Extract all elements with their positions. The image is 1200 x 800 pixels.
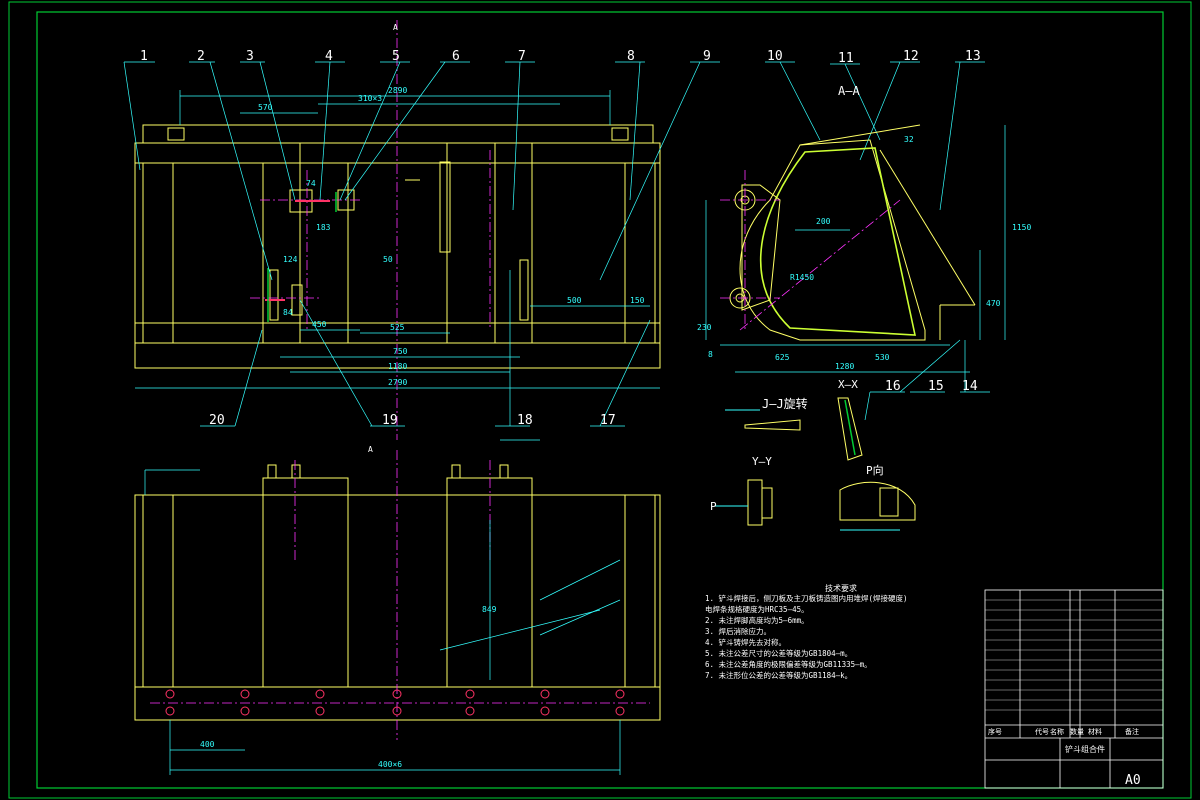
section-label-a-bottom: A [368,445,373,454]
dim-750: 750 [393,347,408,356]
tech-title: 技术要求 [825,583,857,593]
balloon-20: 20 [209,413,225,428]
dim-124: 124 [283,255,298,264]
title-part-name: 铲斗组合件 [1065,744,1105,754]
balloon-15: 15 [928,379,944,394]
section-jj [725,409,801,431]
tech-line-5: 4. 铲斗铸焊先去对称。 [705,637,786,647]
dim-50: 50 [383,255,393,264]
dim-32: 32 [904,135,914,144]
section-label-a-top: A [393,23,398,32]
balloon-8: 8 [627,49,635,64]
side-view-aa [729,124,976,341]
title-header-code: 代号 [1035,727,1049,736]
balloon-14: 14 [962,379,978,394]
plan-view [134,464,661,721]
dim-625: 625 [775,353,790,362]
dim-8: 8 [708,350,713,359]
side-view-center-lines [720,170,901,331]
section-label-jj: J—J旋转 [762,396,808,411]
tech-line-3: 2. 未注焊脚高度均为5—6mm。 [705,615,809,625]
dim-74: 74 [306,179,316,188]
dim-1180: 1180 [388,362,407,371]
section-label-aa: A—A [838,84,860,98]
tech-line-1: 1. 铲斗焊接后，侧刀板及主刀板铸造图内用堆焊(焊接硬度) [705,593,908,603]
tech-line-2: 电焊条规格硬度为HRC35—45。 [705,604,809,614]
dim-570: 570 [258,103,273,112]
balloon-6: 6 [452,49,460,64]
outer-frame [8,1,1192,799]
dim-2790: 2790 [388,378,407,387]
title-header-note: 备注 [1125,727,1139,736]
dim-849: 849 [482,605,497,614]
dim-525: 525 [390,323,405,332]
balloon-17: 17 [600,413,616,428]
dim-400: 400 [200,740,215,749]
front-dimension-lines [135,90,660,389]
balloon-16: 16 [885,379,901,394]
leader-lines-top [123,61,985,281]
section-label-p-view: P向 [866,463,884,477]
balloon-12: 12 [903,49,919,64]
balloon-4: 4 [325,49,333,64]
plan-dimension-lines [144,439,621,775]
section-label-p: P [710,500,717,513]
title-header-name: 名称 [1050,727,1064,736]
dim-200: 200 [816,217,831,226]
balloon-9: 9 [703,49,711,64]
section-xx [837,397,863,461]
balloon-1: 1 [140,49,148,64]
section-p-view [839,481,916,531]
title-header-material: 材料 [1088,727,1102,736]
title-block-rows [985,599,1163,711]
dim-500: 500 [567,296,582,305]
title-header-seq: 序号 [988,727,1002,736]
balloon-13: 13 [965,49,981,64]
title-block [984,589,1164,789]
tech-line-6: 5. 未注公差尺寸的公差等级为GB1804—m。 [705,648,852,658]
section-label-xx: X—X [838,378,858,391]
dim-1280: 1280 [835,362,854,371]
balloon-19: 19 [382,413,398,428]
dim-1150: 1150 [1012,223,1031,232]
tech-line-8: 7. 未注形位公差的公差等级为GB1184—k。 [705,670,852,680]
balloon-7: 7 [518,49,526,64]
balloon-3: 3 [246,49,254,64]
plan-bolt-holes [165,689,625,716]
dim-450: 450 [312,320,327,329]
balloon-18: 18 [517,413,533,428]
dim-400x6: 400×6 [378,760,402,769]
dim-470: 470 [986,299,1001,308]
front-view [134,124,661,369]
inner-frame [36,11,1164,789]
side-view-dimension-lines [705,125,1006,373]
tech-line-4: 3. 焊后消除应力。 [705,626,771,636]
plan-center-lines [150,450,650,740]
title-header-qty: 数量 [1070,727,1084,736]
balloon-2: 2 [197,49,205,64]
dim-2890: 2890 [388,86,407,95]
dim-230: 230 [697,323,712,332]
section-label-yy: Y—Y [752,455,772,468]
dim-150: 150 [630,296,645,305]
dim-183: 183 [316,223,331,232]
leader-lines-bottom [200,270,990,427]
dim-530: 530 [875,353,890,362]
dim-310x3: 310×3 [358,94,382,103]
dim-84: 84 [283,308,293,317]
dim-r1450: R1450 [790,273,814,282]
balloon-10: 10 [767,49,783,64]
section-yy [715,479,773,526]
front-hatch-green [267,192,337,322]
balloon-11: 11 [838,51,854,66]
tech-line-7: 6. 未注公差角度的极限偏差等级为GB11335—m。 [705,659,872,669]
title-sheet-size: A0 [1125,773,1141,788]
balloon-5: 5 [392,49,400,64]
